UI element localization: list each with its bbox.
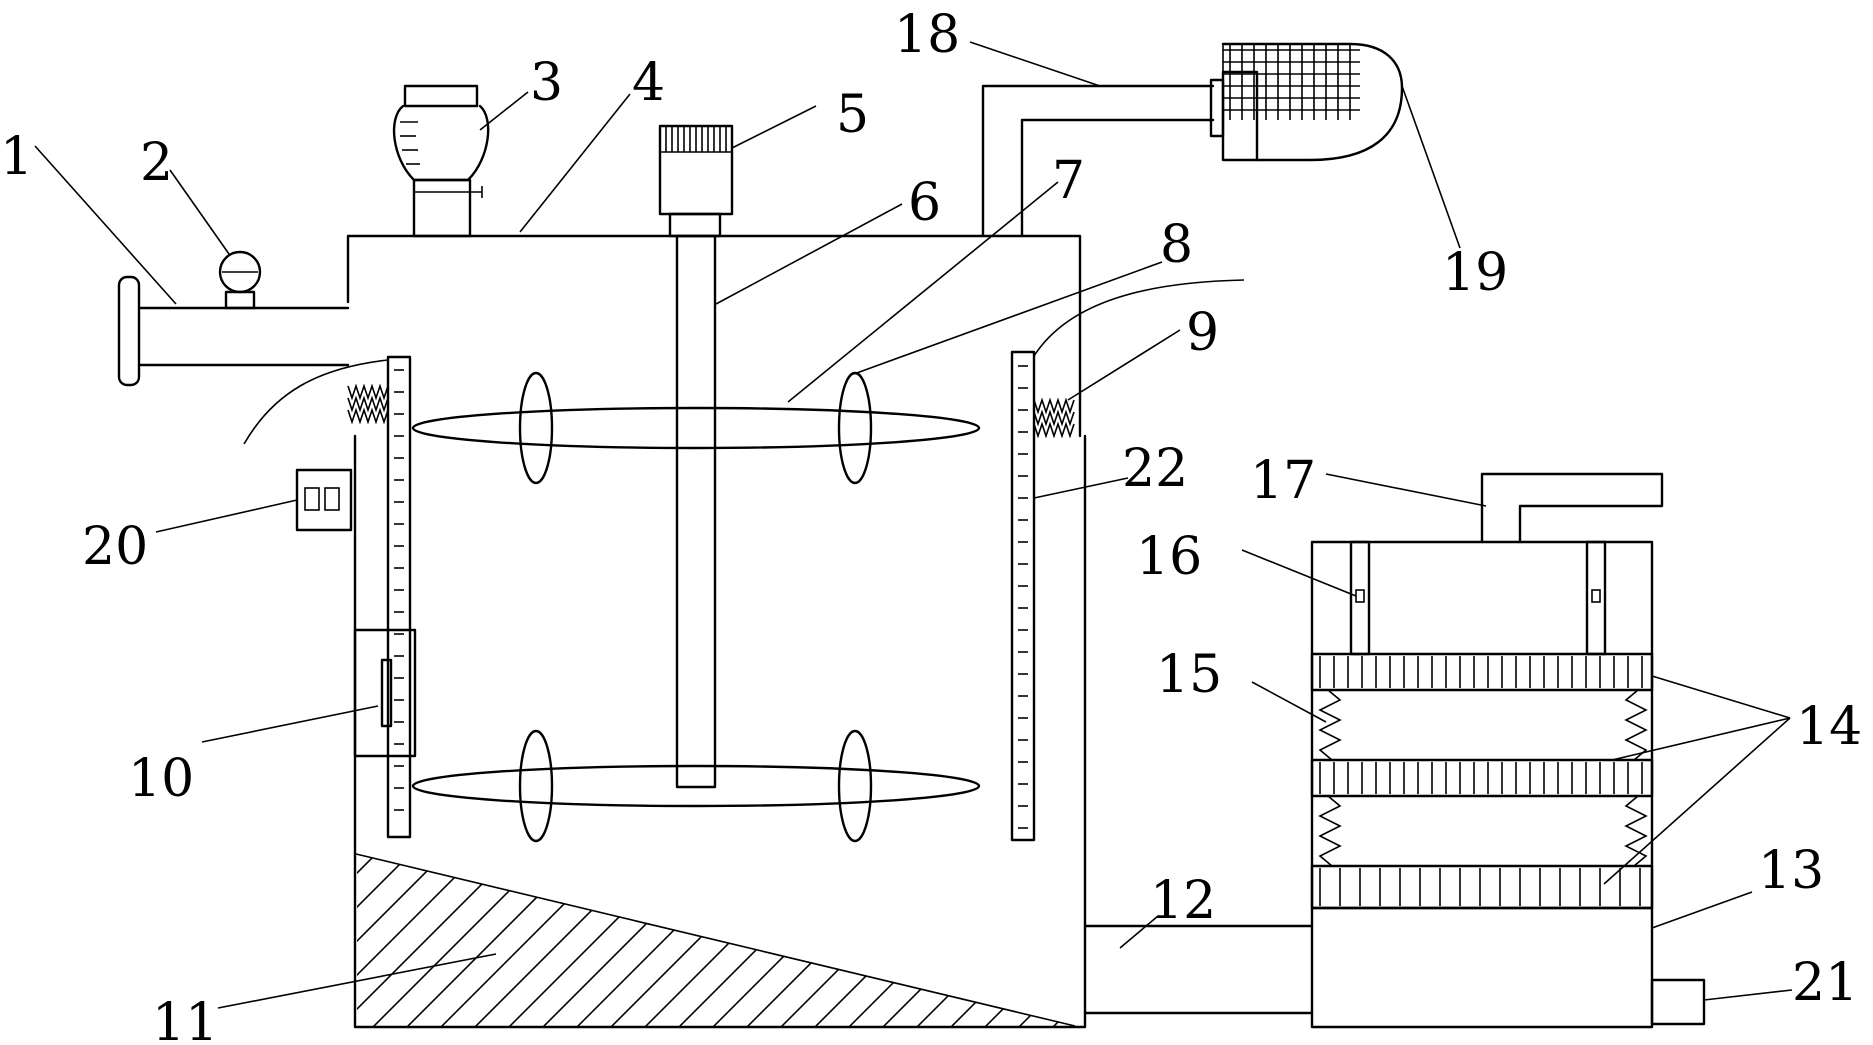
- label-10: 10: [128, 749, 194, 809]
- hatch-line: [743, 854, 945, 1026]
- label-15: 15: [1156, 645, 1222, 705]
- label-4: 4: [632, 53, 665, 113]
- filter-box: [1310, 540, 1654, 1029]
- number-labels: 1 2 3 4 5 6 7 8 9 10 11 12 13 14 15 16 1…: [0, 5, 1862, 1045]
- hatch-line: [709, 854, 911, 1026]
- scraper-left: [243, 355, 412, 839]
- press-rods: [1349, 540, 1607, 656]
- hatch-line: [357, 854, 401, 1026]
- label-3: 3: [530, 53, 563, 113]
- hatch-line: [573, 854, 775, 1026]
- label-11: 11: [152, 993, 218, 1045]
- spring-left: [347, 383, 389, 425]
- label-22: 22: [1122, 439, 1188, 499]
- feed-funnel: [392, 84, 490, 238]
- exhaust-fan: [1209, 42, 1404, 162]
- leader-lines: [34, 41, 1793, 1009]
- label-8: 8: [1160, 215, 1193, 275]
- hatch-line: [607, 854, 809, 1026]
- hatch-line: [1118, 830, 1318, 1030]
- filter-springs: [1318, 689, 1648, 867]
- valve: [218, 250, 262, 310]
- hatch-line: [357, 854, 503, 1026]
- drain-outlet: [1650, 978, 1706, 1026]
- outlet-pipe: [1083, 924, 1314, 1015]
- label-5: 5: [836, 85, 869, 145]
- hatch-line: [539, 854, 741, 1026]
- label-6: 6: [908, 173, 941, 233]
- scraper-right: [1010, 279, 1245, 842]
- hatch-line: [437, 854, 639, 1026]
- label-14: 14: [1796, 697, 1862, 757]
- hatch-line: [471, 854, 673, 1026]
- hatch-line: [357, 854, 537, 1026]
- label-16: 16: [1136, 527, 1202, 587]
- motor: [658, 124, 734, 238]
- label-12: 12: [1150, 871, 1216, 931]
- hatch-line: [403, 854, 605, 1026]
- press-cylinder: [1480, 472, 1664, 544]
- exhaust-duct: [981, 84, 1215, 238]
- impeller-upper: [411, 371, 981, 485]
- hatch-line: [947, 854, 1075, 1026]
- hatch-line: [811, 854, 1013, 1026]
- label-18: 18: [894, 5, 960, 65]
- label-20: 20: [82, 517, 148, 577]
- stirring-shaft: [675, 234, 717, 789]
- observation-window: [353, 628, 417, 758]
- hatch-line: [845, 854, 1047, 1026]
- control-panel: [295, 468, 353, 532]
- label-2: 2: [140, 133, 173, 193]
- label-17: 17: [1250, 451, 1316, 511]
- filter-plates: [1310, 652, 1654, 910]
- label-7: 7: [1052, 151, 1085, 211]
- hatch-line: [879, 854, 1075, 1026]
- label-9: 9: [1186, 303, 1219, 363]
- label-13: 13: [1758, 841, 1824, 901]
- label-1: 1: [0, 127, 33, 187]
- hatch-line: [357, 854, 469, 1026]
- hatch-line: [675, 854, 877, 1026]
- label-19: 19: [1442, 243, 1508, 303]
- label-21: 21: [1792, 953, 1858, 1013]
- inlet-pipe: [117, 275, 350, 387]
- hatch-line: [357, 854, 435, 1026]
- hatch-line: [777, 854, 979, 1026]
- impeller-lower: [411, 729, 981, 843]
- spring-right: [1033, 397, 1075, 439]
- hatch-line: [369, 854, 571, 1026]
